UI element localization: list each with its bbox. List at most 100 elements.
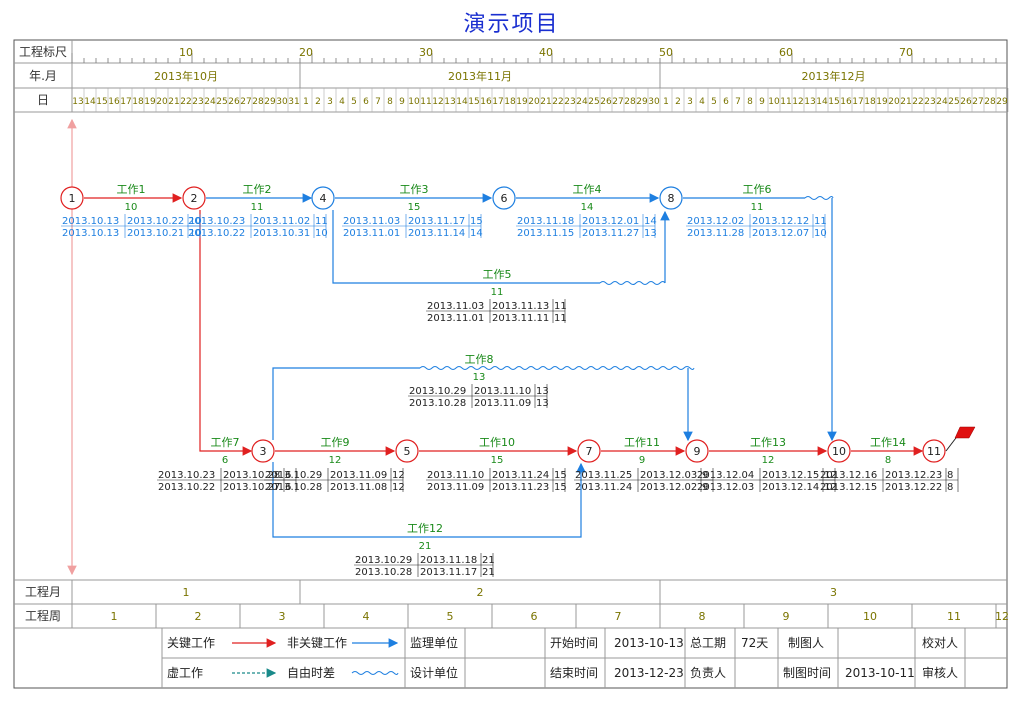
legend-dummy: 虚工作 bbox=[167, 666, 203, 680]
node-4[interactable]: 4 bbox=[311, 186, 335, 210]
week-number: 2 bbox=[195, 610, 202, 623]
end-label: 结束时间 bbox=[550, 666, 598, 680]
task-lf: 2013.12.07 bbox=[752, 228, 809, 239]
month-label: 2013年11月 bbox=[448, 69, 512, 83]
day-label-cell: 1 bbox=[303, 97, 309, 107]
day-label-cell: 16 bbox=[108, 97, 120, 107]
task-lf: 2013.12.22 bbox=[885, 482, 942, 493]
legend-critical: 关键工作 bbox=[167, 636, 215, 650]
task-es: 2013.10.23 bbox=[188, 216, 245, 227]
day-label-cell: 17 bbox=[852, 97, 863, 107]
task-lf: 2013.11.27 bbox=[582, 228, 639, 239]
task-duration: 6 bbox=[222, 455, 228, 466]
task-f1: 11 bbox=[315, 216, 328, 227]
task-duration: 14 bbox=[581, 202, 594, 213]
node-label: 9 bbox=[694, 445, 701, 458]
week-number: 5 bbox=[447, 610, 454, 623]
task-lf: 2013.12.14 bbox=[762, 482, 819, 493]
node-5[interactable]: 5 bbox=[395, 439, 419, 463]
day-label-cell: 27 bbox=[612, 97, 623, 107]
week-number: 12 bbox=[995, 610, 1009, 623]
day-label-cell: 3 bbox=[687, 97, 693, 107]
scale-tick-label: 50 bbox=[659, 46, 673, 59]
node-6[interactable]: 6 bbox=[492, 186, 516, 210]
node-9[interactable]: 9 bbox=[685, 439, 709, 463]
day-label-cell: 27 bbox=[972, 97, 983, 107]
day-label-cell: 26 bbox=[960, 97, 972, 107]
task-duration: 15 bbox=[491, 455, 504, 466]
task-f1: 9 bbox=[702, 470, 708, 481]
task-name: 工作6 bbox=[743, 183, 772, 196]
task-name: 工作11 bbox=[624, 436, 660, 449]
task-duration: 12 bbox=[762, 455, 775, 466]
task-es: 2013.11.25 bbox=[575, 470, 632, 481]
day-label-cell: 21 bbox=[168, 97, 179, 107]
task-lf: 2013.11.11 bbox=[492, 313, 549, 324]
task-duration: 9 bbox=[639, 455, 645, 466]
checker-label: 校对人 bbox=[922, 635, 958, 650]
task-f1: 6 bbox=[285, 470, 291, 481]
day-label-cell: 27 bbox=[240, 97, 251, 107]
task-name: 工作12 bbox=[407, 522, 443, 535]
day-label-cell: 10 bbox=[768, 97, 780, 107]
node-11[interactable]: 11 bbox=[922, 439, 946, 463]
task-name: 工作3 bbox=[400, 183, 429, 196]
day-label-cell: 22 bbox=[552, 97, 563, 107]
node-2[interactable]: 2 bbox=[182, 186, 206, 210]
day-label-cell: 19 bbox=[876, 97, 888, 107]
task-f2: 6 bbox=[285, 482, 291, 493]
day-label-cell: 19 bbox=[144, 97, 156, 107]
task-f2: 10 bbox=[189, 228, 202, 239]
arrow-3-9-wave bbox=[419, 366, 695, 370]
node-3[interactable]: 3 bbox=[251, 439, 275, 463]
day-label-cell: 30 bbox=[648, 97, 660, 107]
task-ls: 2013.10.28 bbox=[265, 482, 322, 493]
week-number: 8 bbox=[699, 610, 706, 623]
node-7[interactable]: 7 bbox=[577, 439, 601, 463]
node-label: 11 bbox=[927, 445, 941, 458]
legend-float-wave bbox=[351, 671, 399, 675]
task-ls: 2013.11.24 bbox=[575, 482, 632, 493]
task-duration: 11 bbox=[751, 202, 764, 213]
node-label: 8 bbox=[668, 192, 675, 205]
day-label-cell: 23 bbox=[192, 97, 203, 107]
task-ef: 2013.11.13 bbox=[492, 301, 549, 312]
node-label: 1 bbox=[69, 192, 76, 205]
node-label: 3 bbox=[260, 445, 267, 458]
scale-label: 工程标尺 bbox=[19, 44, 67, 59]
day-label-cell: 9 bbox=[759, 97, 765, 107]
start-value: 2013-10-13 bbox=[614, 636, 684, 650]
node-1[interactable]: 1 bbox=[60, 186, 84, 210]
task-ls: 2013.10.28 bbox=[355, 567, 412, 578]
task-ef: 2013.11.18 bbox=[420, 555, 477, 566]
task-ef: 2013.12.23 bbox=[885, 470, 942, 481]
day-label-cell: 29 bbox=[996, 97, 1008, 107]
day-label-cell: 9 bbox=[399, 97, 405, 107]
day-label-cell: 26 bbox=[228, 97, 240, 107]
task-name: 工作5 bbox=[483, 268, 512, 281]
task-duration: 21 bbox=[419, 541, 432, 552]
node-10[interactable]: 10 bbox=[827, 439, 851, 463]
task-duration: 8 bbox=[885, 455, 891, 466]
finish-flag bbox=[945, 426, 976, 452]
task-ls: 2013.11.09 bbox=[427, 482, 484, 493]
task-es: 2013.12.04 bbox=[697, 470, 754, 481]
task-es: 2013.10.23 bbox=[158, 470, 215, 481]
task-name: 工作1 bbox=[117, 183, 146, 196]
arrow-4-8 bbox=[332, 210, 600, 284]
arrow-8-10-wave bbox=[804, 196, 834, 200]
page-title: 演示项目 bbox=[463, 12, 560, 37]
day-label-cell: 6 bbox=[723, 97, 729, 107]
task-es: 2013.11.18 bbox=[517, 216, 574, 227]
node-label: 5 bbox=[404, 445, 411, 458]
task-f2: 12 bbox=[392, 482, 405, 493]
node-8[interactable]: 8 bbox=[659, 186, 683, 210]
task-ef: 2013.11.24 bbox=[492, 470, 549, 481]
day-label-cell: 22 bbox=[912, 97, 923, 107]
day-label-cell: 3 bbox=[327, 97, 333, 107]
